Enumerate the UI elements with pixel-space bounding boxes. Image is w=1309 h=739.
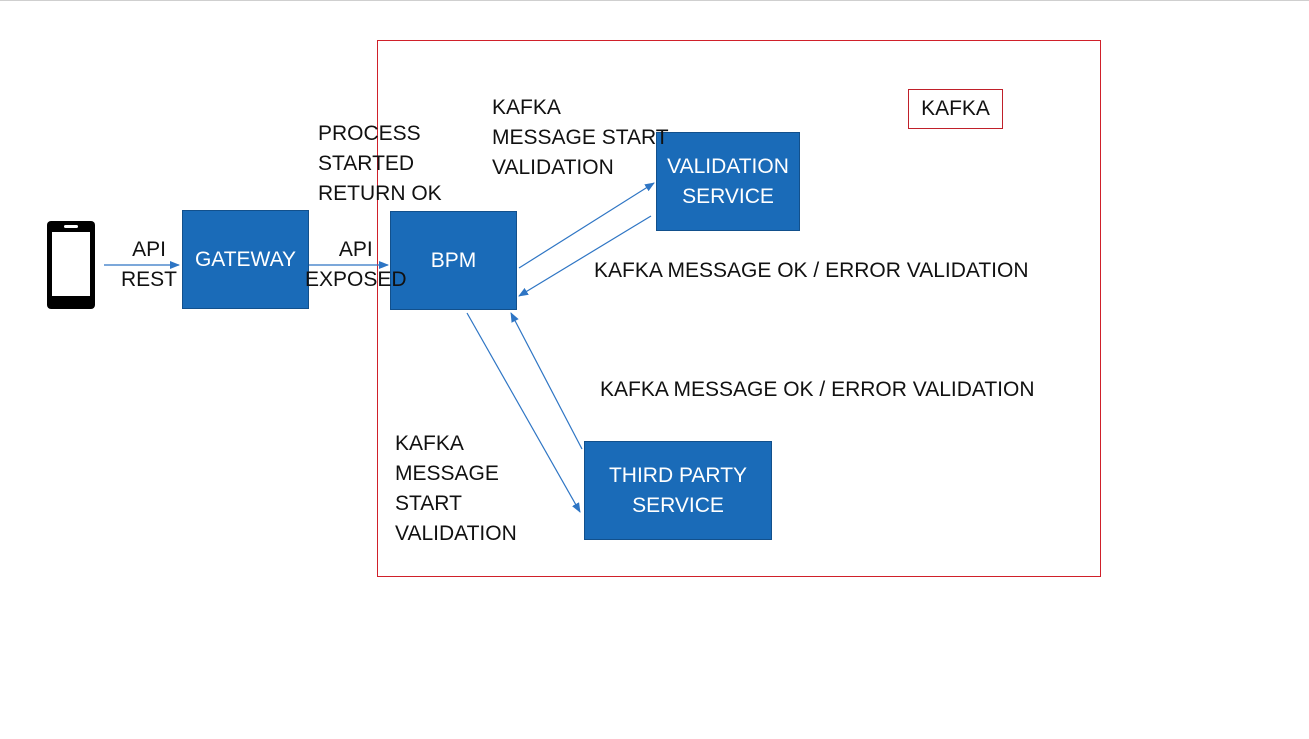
kafka-boundary [377, 40, 1101, 577]
mobile-phone-icon [47, 221, 95, 309]
validation-service-node: VALIDATION SERVICE [656, 132, 800, 231]
kafka-start-validation-top-label: KAFKA MESSAGE START VALIDATION [492, 96, 669, 179]
validation-service-label: VALIDATION SERVICE [667, 154, 789, 208]
third-party-service-node: THIRD PARTY SERVICE [584, 441, 772, 540]
arrow-third-party-to-bpm [510, 312, 583, 450]
arrow-bpm-to-validation [518, 182, 655, 269]
gateway-label: GATEWAY [194, 247, 297, 271]
top-border [0, 0, 1309, 1]
third-party-service-label: THIRD PARTY SERVICE [608, 463, 748, 517]
kafka-ok-error-validation-label: KAFKA MESSAGE OK / ERROR VALIDATION [594, 259, 1029, 282]
api-rest-label: API REST [121, 238, 178, 291]
api-exposed-label: API EXPOSED [305, 238, 407, 291]
kafka-ok-error-validation-third-party-label: KAFKA MESSAGE OK / ERROR VALIDATION [600, 378, 1035, 401]
arrow-validation-to-bpm [518, 215, 652, 297]
process-started-label: PROCESS STARTED RETURN OK [318, 122, 442, 205]
bpm-node: BPM [390, 211, 517, 310]
gateway-node: GATEWAY [182, 210, 309, 309]
kafka-start-validation-bottom-label: KAFKA MESSAGE START VALIDATION [395, 432, 517, 545]
bpm-label: BPM [430, 248, 477, 272]
kafka-legend: KAFKA [908, 89, 1003, 129]
arrow-bpm-to-third-party [466, 312, 581, 513]
